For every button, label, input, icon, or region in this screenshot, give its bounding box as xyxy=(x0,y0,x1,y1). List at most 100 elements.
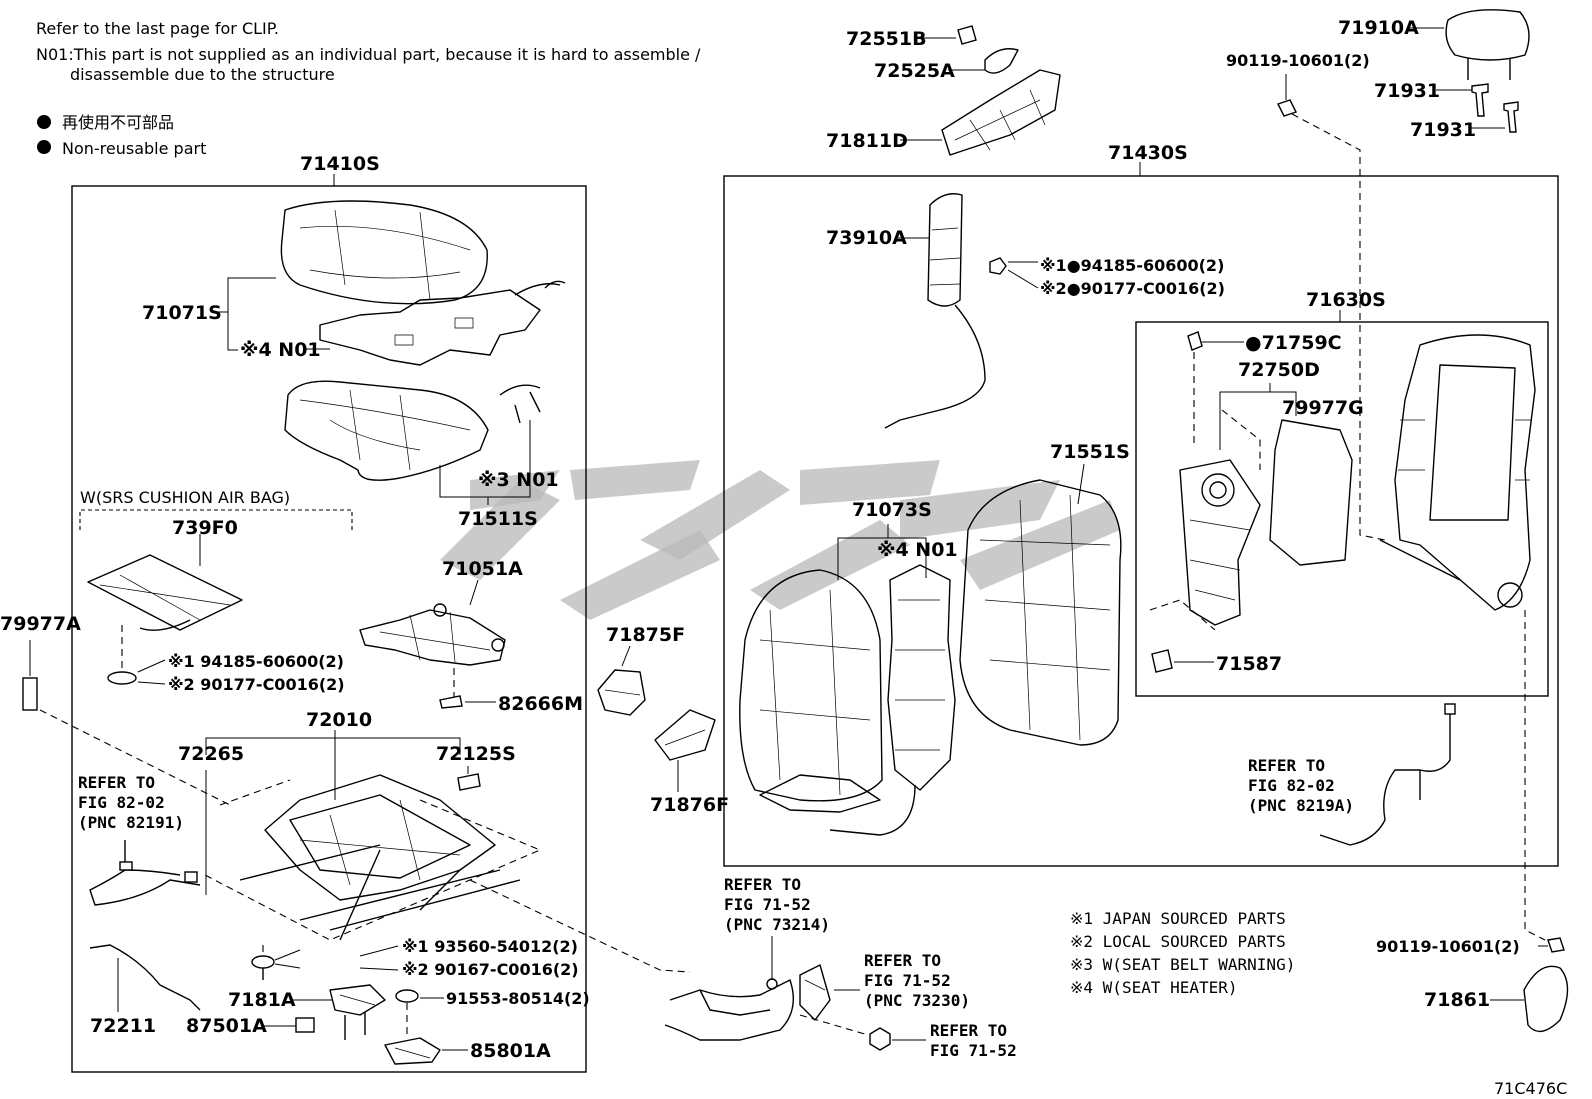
group-label-71430S[interactable]: 71430S xyxy=(1108,142,1188,164)
watermark-logo xyxy=(440,460,1120,620)
seat-cushion-spring xyxy=(359,603,506,666)
seat-track-frame xyxy=(239,774,521,941)
part-93560[interactable]: ※1 93560-54012(2) xyxy=(402,937,578,956)
part-73910A-nut1[interactable]: ※1●94185-60600(2) xyxy=(1040,256,1224,275)
part-739F0-nut2[interactable]: ※2 90177-C0016(2) xyxy=(168,675,345,694)
part-73910A-nut2[interactable]: ※2●90177-C0016(2) xyxy=(1040,279,1225,298)
part-71073S-n01[interactable]: ※4 N01 xyxy=(877,539,958,561)
headrest-guide-icon xyxy=(1471,83,1489,117)
ref-8219A-line3[interactable]: (PNC 8219A) xyxy=(1248,796,1354,815)
part-79977A[interactable]: 79977A xyxy=(0,613,81,635)
part-71073S[interactable]: 71073S xyxy=(852,499,932,521)
part-85801A[interactable]: 85801A xyxy=(470,1040,551,1062)
seatback-wire-harness xyxy=(1319,703,1456,846)
part-71931-b[interactable]: 71931 xyxy=(1410,119,1476,141)
legend-note-1: ※1 JAPAN SOURCED PARTS xyxy=(1070,909,1286,928)
ref-82191-line1[interactable]: REFER TO xyxy=(78,773,155,792)
ref-73230-line1[interactable]: REFER TO xyxy=(864,951,941,970)
part-87501A[interactable]: 87501A xyxy=(186,1015,267,1037)
part-90167[interactable]: ※2 90167-C0016(2) xyxy=(402,960,579,979)
part-72211[interactable]: 72211 xyxy=(90,1015,156,1037)
side-shield-71811D xyxy=(941,69,1061,156)
ref-8219A-line1[interactable]: REFER TO xyxy=(1248,756,1325,775)
nonreusable-dot-icon xyxy=(37,115,51,129)
part-72010[interactable]: 72010 xyxy=(306,709,372,731)
part-72265[interactable]: 72265 xyxy=(178,743,244,765)
part-71587[interactable]: 71587 xyxy=(1216,653,1282,675)
part-91553[interactable]: 91553-80514(2) xyxy=(446,989,590,1008)
nut-icon xyxy=(107,671,137,685)
screw-icon xyxy=(1277,99,1297,117)
ref-73214-line1[interactable]: REFER TO xyxy=(724,875,801,894)
ref-82191-line2[interactable]: FIG 82-02 xyxy=(78,793,165,812)
group-box-71410S xyxy=(71,185,587,1073)
part-71071S-n01[interactable]: ※4 N01 xyxy=(240,339,321,361)
clip-71587 xyxy=(1151,649,1173,673)
part-79977G[interactable]: 79977G xyxy=(1282,397,1364,419)
ref-82191-line3[interactable]: (PNC 82191) xyxy=(78,813,184,832)
headrest-guide-icon xyxy=(1503,101,1519,133)
ref-71-52-line2[interactable]: FIG 71-52 xyxy=(930,1041,1017,1060)
ref-73214-line3[interactable]: (PNC 73214) xyxy=(724,915,830,934)
part-71551S[interactable]: 71551S xyxy=(1050,441,1130,463)
group-box-71430S xyxy=(723,175,1559,867)
part-71511S[interactable]: 71511S xyxy=(458,508,538,530)
part-71876F[interactable]: 71876F xyxy=(650,794,729,816)
part-72525A[interactable]: 72525A xyxy=(874,60,955,82)
part-90119-bottom[interactable]: 90119-10601(2) xyxy=(1376,937,1520,956)
legend-note-3: ※3 W(SEAT BELT WARNING) xyxy=(1070,955,1295,974)
part-739F0-nut1[interactable]: ※1 94185-60600(2) xyxy=(168,652,344,671)
connector-87501A xyxy=(295,1017,315,1033)
bolt-icon xyxy=(395,989,419,1003)
recliner-cover-71875F xyxy=(597,669,646,716)
clip-icon xyxy=(1187,331,1203,351)
group-label-71630S[interactable]: 71630S xyxy=(1306,289,1386,311)
bolt-icon xyxy=(251,955,275,969)
ref-73230-line3[interactable]: (PNC 73230) xyxy=(864,991,970,1010)
part-72125S[interactable]: 72125S xyxy=(436,743,516,765)
part-71759C[interactable]: ●71759C xyxy=(1245,332,1342,354)
part-71910A[interactable]: 71910A xyxy=(1338,17,1419,39)
part-71875F[interactable]: 71875F xyxy=(606,624,685,646)
nut-icon xyxy=(869,1027,891,1051)
buckle-switch-connector xyxy=(799,964,831,1021)
nonreusable-dot-icon xyxy=(37,140,51,154)
knob-72551B xyxy=(957,25,977,45)
lumbar-support-72750D xyxy=(1179,459,1261,626)
ref-73214-line2[interactable]: FIG 71-52 xyxy=(724,895,811,914)
group-label-71410S[interactable]: 71410S xyxy=(300,153,380,175)
part-71811D[interactable]: 71811D xyxy=(826,130,908,152)
part-71511S-n01[interactable]: ※3 N01 xyxy=(478,469,559,491)
side-airbag-73910A xyxy=(884,193,986,429)
heater-mat-71073S xyxy=(829,564,956,836)
seat-wire-harness-73214 xyxy=(664,978,794,1041)
lever-72525A xyxy=(984,48,1019,74)
part-71051A[interactable]: 71051A xyxy=(442,558,523,580)
part-72750D[interactable]: 72750D xyxy=(1238,359,1320,381)
cable-72211 xyxy=(89,944,201,1011)
cover-71861 xyxy=(1523,965,1569,1033)
ref-8219A-line2[interactable]: FIG 82-02 xyxy=(1248,776,1335,795)
part-71861[interactable]: 71861 xyxy=(1424,989,1490,1011)
nonreusable-label-en: Non-reusable part xyxy=(62,139,206,158)
part-82666M[interactable]: 82666M xyxy=(498,693,583,715)
part-72551B[interactable]: 72551B xyxy=(846,28,927,50)
part-71071S[interactable]: 71071S xyxy=(142,302,222,324)
part-73910A[interactable]: 73910A xyxy=(826,227,907,249)
motor-85801A xyxy=(384,1037,441,1065)
pad-79977G xyxy=(1269,419,1353,566)
part-90119-top[interactable]: 90119-10601(2) xyxy=(1226,51,1370,70)
ref-73230-line2[interactable]: FIG 71-52 xyxy=(864,971,951,990)
part-71931-a[interactable]: 71931 xyxy=(1374,80,1440,102)
nonreusable-label-jp: 再使用不可部品 xyxy=(62,113,174,132)
seat-heater-mat xyxy=(319,280,566,366)
part-739F0[interactable]: 739F0 xyxy=(172,517,238,539)
nut-icon xyxy=(989,257,1007,275)
part-7181A[interactable]: 7181A xyxy=(228,989,296,1011)
n01-note-line1: N01:This part is not supplied as an indi… xyxy=(36,45,701,64)
ref-71-52-line1[interactable]: REFER TO xyxy=(930,1021,1007,1040)
n01-note-line2: disassemble due to the structure xyxy=(70,65,335,84)
seatback-pad-71551S xyxy=(959,479,1122,746)
srs-cushion-label: W(SRS CUSHION AIR BAG) xyxy=(80,488,290,507)
